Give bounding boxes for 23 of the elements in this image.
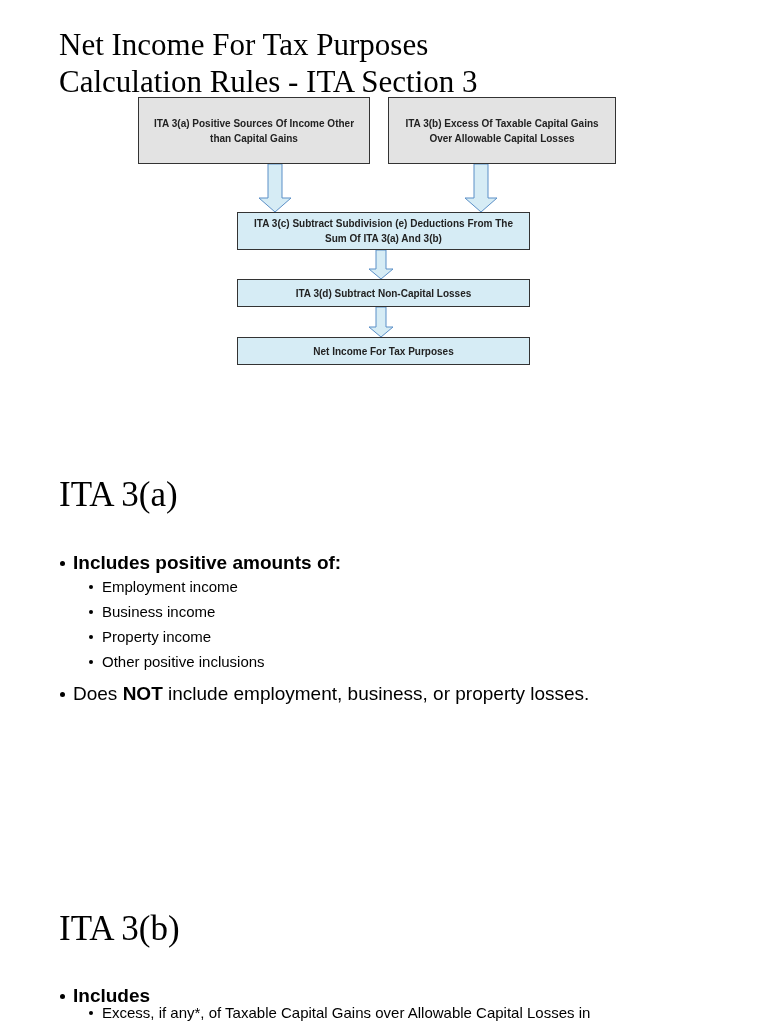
- block-arrow: [368, 249, 394, 280]
- sub-bullet-text: Business income: [102, 603, 216, 621]
- process-box: [237, 337, 530, 365]
- block-arrow: [368, 306, 394, 338]
- sub-bullet-text: Employment income: [102, 578, 238, 596]
- block-arrow: [258, 163, 292, 213]
- section-heading: ITA 3(a): [59, 474, 178, 516]
- box-text: Net Income For Tax Purposes: [313, 344, 454, 359]
- bullet-text: Does NOT include employment, business, or property losses.: [73, 682, 590, 706]
- box-text: ITA 3(a) Positive Sources Of Income Other than Capital Gains: [153, 116, 355, 146]
- slide-title: Net Income For Tax Purposes Calculation Rules - ITA Section 3: [59, 26, 479, 100]
- section-heading: ITA 3(b): [59, 908, 180, 950]
- box-text: ITA 3(d) Subtract Non-Capital Losses: [295, 286, 472, 301]
- process-box: [237, 212, 530, 250]
- process-box: [237, 279, 530, 307]
- sub-bullet-text: Other positive inclusions: [102, 653, 265, 671]
- box-text: ITA 3(b) Excess Of Taxable Capital Gains Over Allowable Capital Losses: [404, 116, 600, 146]
- process-box: [388, 97, 616, 164]
- process-box: [138, 97, 370, 164]
- bullet-text: Includes positive amounts of:: [73, 551, 342, 575]
- sub-bullet-text: Property income: [102, 628, 212, 646]
- block-arrow: [464, 163, 498, 213]
- box-text: ITA 3(c) Subtract Subdivision (e) Deductions From The Sum Of ITA 3(a) And 3(b): [253, 217, 514, 246]
